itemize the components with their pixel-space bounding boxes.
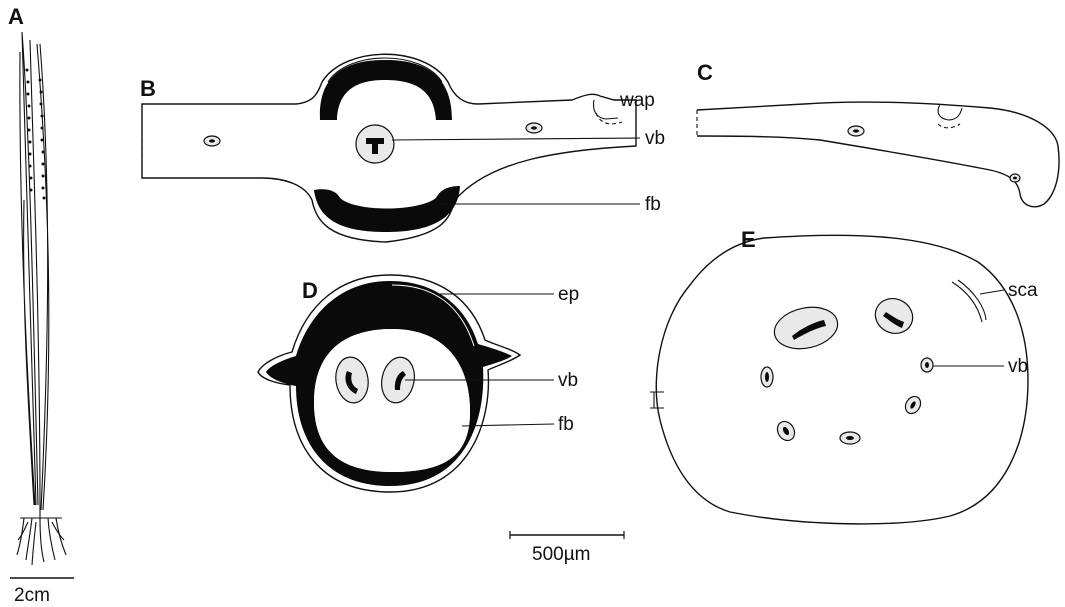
- label-b-fb: fb: [645, 194, 661, 215]
- lateral-bundles-c: [848, 126, 1020, 182]
- label-d-ep: ep: [558, 284, 579, 305]
- panel-b: B wap vb fb: [140, 54, 665, 242]
- panel-label-c: C: [697, 60, 713, 85]
- label-e-sca: sca: [1008, 280, 1038, 301]
- panel-a: A 2cm: [8, 4, 74, 606]
- section-c-outline: [697, 102, 1059, 207]
- label-b-vb: vb: [645, 128, 665, 149]
- label-d-vb: vb: [558, 370, 578, 391]
- label-e-vb: vb: [1008, 356, 1028, 377]
- panel-label-a: A: [8, 4, 24, 29]
- panel-label-d: D: [302, 278, 318, 303]
- fibre-band-top: [320, 60, 452, 120]
- panel-c: C: [697, 60, 1059, 207]
- scale-label-plant: 2cm: [14, 585, 50, 606]
- leader-e-sca: [980, 290, 1004, 294]
- scale-label-sections: 500µm: [532, 544, 590, 565]
- scale-sca-lines: [952, 280, 986, 322]
- plant-leaf-right: [37, 44, 49, 510]
- panel-e: E sca vb: [650, 227, 1038, 524]
- section-e-outline: [656, 235, 1028, 524]
- wap-structure-c: [938, 104, 962, 120]
- wap-dashed-c: [938, 124, 960, 128]
- label-d-fb: fb: [558, 414, 574, 435]
- vascular-bundles-e: [761, 293, 933, 444]
- panel-d: D ep vb fb 500µm: [258, 275, 624, 565]
- leader-b-vb: [392, 138, 640, 140]
- panel-label-b: B: [140, 76, 156, 101]
- label-b-wap: wap: [619, 90, 655, 111]
- plant-roots: [17, 510, 66, 565]
- fibre-band-bottom: [314, 186, 460, 232]
